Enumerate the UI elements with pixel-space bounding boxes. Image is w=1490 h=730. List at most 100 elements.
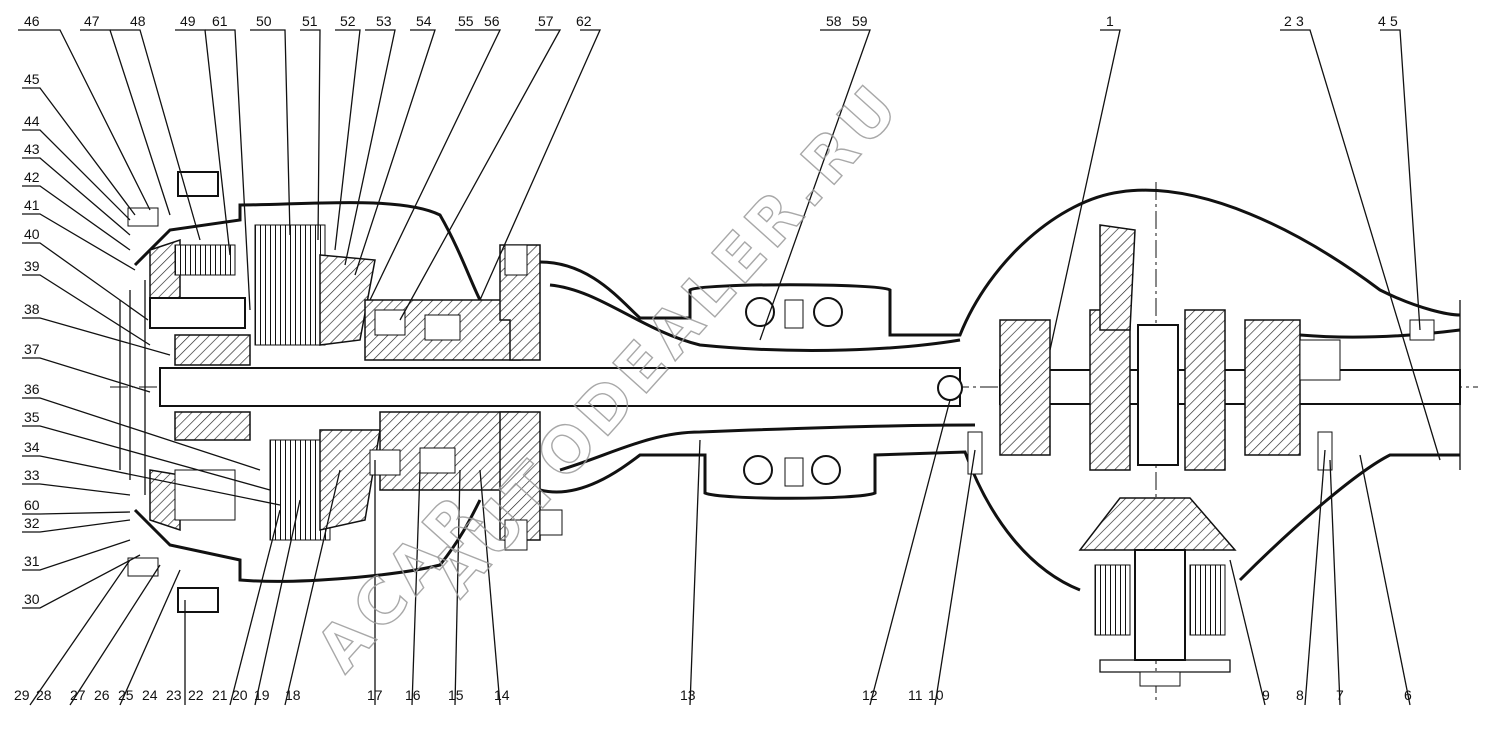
callout-20: 20	[232, 687, 248, 703]
callout-56: 56	[484, 13, 500, 29]
crown-gear	[1078, 497, 1237, 551]
callout-54: 54	[416, 13, 432, 29]
housing-nuts	[743, 297, 963, 487]
callout-61: 61	[212, 13, 228, 29]
callouts-left: 45 44 43 42 41 40 39 38 37 36 35 34 33 6…	[24, 71, 40, 607]
callout-19: 19	[254, 687, 270, 703]
callout-15: 15	[448, 687, 464, 703]
callout-10: 10	[928, 687, 944, 703]
diff-cross-shaft	[1137, 324, 1179, 466]
brake-piston-lower	[319, 429, 381, 531]
callout-52: 52	[340, 13, 356, 29]
right-half-shaft	[999, 369, 1461, 405]
callout-25: 25	[118, 687, 134, 703]
callouts-top: 46 47 48 49 61 50 51 52 53 54 55 56 57 6…	[24, 13, 1398, 29]
axle-shaft	[159, 367, 961, 407]
pinion-shaft	[1134, 549, 1186, 661]
planet-pin	[149, 297, 246, 329]
callout-50: 50	[256, 13, 272, 29]
callout-41: 41	[24, 197, 40, 213]
callout-51: 51	[302, 13, 318, 29]
callout-33: 33	[24, 467, 40, 483]
callout-28: 28	[36, 687, 52, 703]
callout-57: 57	[538, 13, 554, 29]
planet-gear-upper	[174, 244, 236, 276]
callout-11: 11	[908, 687, 923, 703]
callout-6: 6	[1404, 687, 1412, 703]
diff-case-right	[1184, 309, 1226, 471]
callout-16: 16	[405, 687, 421, 703]
planet-carrier-upper	[174, 334, 251, 366]
brake-piston-upper	[319, 254, 376, 346]
pinion-bearing-right	[1189, 564, 1226, 636]
housing-lower-inner	[559, 423, 976, 472]
brake-discs-upper	[254, 224, 326, 346]
callout-31: 31	[24, 553, 40, 569]
callout-60: 60	[24, 497, 40, 513]
callout-14: 14	[494, 687, 510, 703]
housing-right-lower	[1238, 453, 1460, 582]
callout-27: 27	[70, 687, 86, 703]
diff-case-left	[1089, 309, 1131, 471]
callout-36: 36	[24, 381, 40, 397]
callout-34: 34	[24, 439, 40, 455]
callout-24: 24	[142, 687, 158, 703]
bearing-upper-b	[424, 314, 461, 341]
callout-39: 39	[24, 258, 40, 274]
callout-2: 2	[1284, 13, 1292, 29]
callout-13: 13	[680, 687, 696, 703]
callout-5: 5	[1390, 13, 1398, 29]
housing-upper-inner	[549, 283, 961, 352]
callout-59: 59	[852, 13, 868, 29]
housing-right-upper	[1299, 328, 1461, 339]
callout-55: 55	[458, 13, 474, 29]
pinion-flange	[1099, 659, 1231, 673]
hub-end-cap	[119, 280, 146, 495]
callout-62: 62	[576, 13, 592, 29]
callout-37: 37	[24, 341, 40, 357]
bearing-upper-a	[374, 309, 406, 336]
housing-upper-outline	[539, 188, 1461, 337]
callout-22: 22	[188, 687, 204, 703]
callout-42: 42	[24, 169, 40, 185]
callout-17: 17	[367, 687, 383, 703]
callout-26: 26	[94, 687, 110, 703]
callout-44: 44	[24, 113, 40, 129]
callout-32: 32	[24, 515, 40, 531]
hub-lower-outline	[133, 499, 482, 583]
breather	[1299, 339, 1341, 381]
leader-lines	[18, 29, 1441, 706]
callout-4: 4	[1378, 13, 1386, 29]
callout-3: 3	[1296, 13, 1304, 29]
callout-29: 29	[14, 687, 30, 703]
callout-18: 18	[285, 687, 301, 703]
callout-43: 43	[24, 141, 40, 157]
callout-7: 7	[1336, 687, 1344, 703]
callout-48: 48	[130, 13, 146, 29]
callout-9: 9	[1262, 687, 1270, 703]
planet-gear-lower	[174, 469, 236, 521]
pinion-bearing-left	[1094, 564, 1131, 636]
callouts-bottom: 29 28 27 26 25 24 23 22 21 20 19 18 17 1…	[14, 687, 1412, 703]
callout-8: 8	[1296, 687, 1304, 703]
callout-46: 46	[24, 13, 40, 29]
callout-21: 21	[212, 687, 228, 703]
callout-1: 1	[1106, 13, 1114, 29]
drain-plug	[1409, 319, 1435, 341]
callout-58: 58	[826, 13, 842, 29]
planet-carrier-lower	[174, 411, 251, 441]
ring-gear-upper	[1099, 224, 1136, 331]
callout-30: 30	[24, 591, 40, 607]
callout-23: 23	[166, 687, 182, 703]
callout-47: 47	[84, 13, 100, 29]
callout-38: 38	[24, 301, 40, 317]
bearing-lower-b	[419, 447, 456, 474]
diff-bearing-right	[1244, 319, 1301, 456]
diff-bearing-left	[999, 319, 1051, 456]
hub-upper-outline	[133, 201, 482, 301]
wheel-flange-lower	[499, 411, 541, 541]
pinion-nut	[1139, 671, 1181, 687]
callout-35: 35	[24, 409, 40, 425]
callout-12: 12	[862, 687, 878, 703]
